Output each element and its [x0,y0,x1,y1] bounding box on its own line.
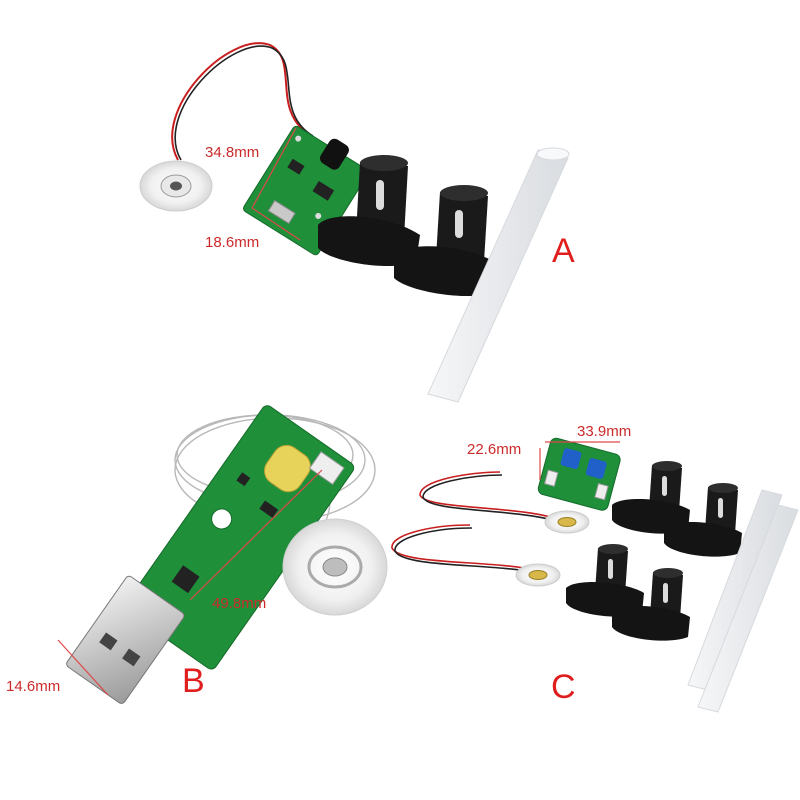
variant-b-letter: B [182,662,205,700]
variant-b-atomizer-disc [282,518,388,616]
variant-a-height-label: 18.6mm [205,234,260,251]
variant-a-dimensions [251,127,301,241]
variant-a-wire [171,42,311,161]
variant-c-length-label: 33.9mm [577,423,632,440]
variant-a-battery-holder-2 [394,185,500,297]
variant-a-battery-holder-1 [318,155,420,267]
variant-c-battery-holder-1 [612,461,690,534]
variant-c-group [391,437,799,713]
variant-a-width-label: 34.8mm [205,144,260,161]
variant-b-dimensions [57,469,323,696]
variant-c-atomizer-disc-1 [544,510,590,534]
variant-a-atomizer-disc [139,160,213,212]
variant-c-letter: C [551,668,576,706]
variant-c-battery-holder-2 [664,483,742,557]
variant-a-group [139,42,570,403]
variant-c-battery-holder-4 [612,568,690,641]
variant-c-wires [391,471,563,574]
variant-b-usb-plug [66,575,185,704]
variant-b-length-label: 49.8mm [212,595,267,612]
variant-c-pcb [537,437,621,511]
variant-b-group [57,405,388,704]
variant-c-battery-holder-3 [566,544,644,617]
variant-a-cotton-stick [427,147,570,403]
variant-c-cotton-stick-2 [697,504,799,713]
variant-b-width-label: 14.6mm [6,678,61,695]
variant-a-letter: A [552,232,575,270]
variant-c-atomizer-disc-2 [515,563,561,587]
variant-c-width-label: 22.6mm [467,441,522,458]
variant-c-dimensions [539,441,620,480]
